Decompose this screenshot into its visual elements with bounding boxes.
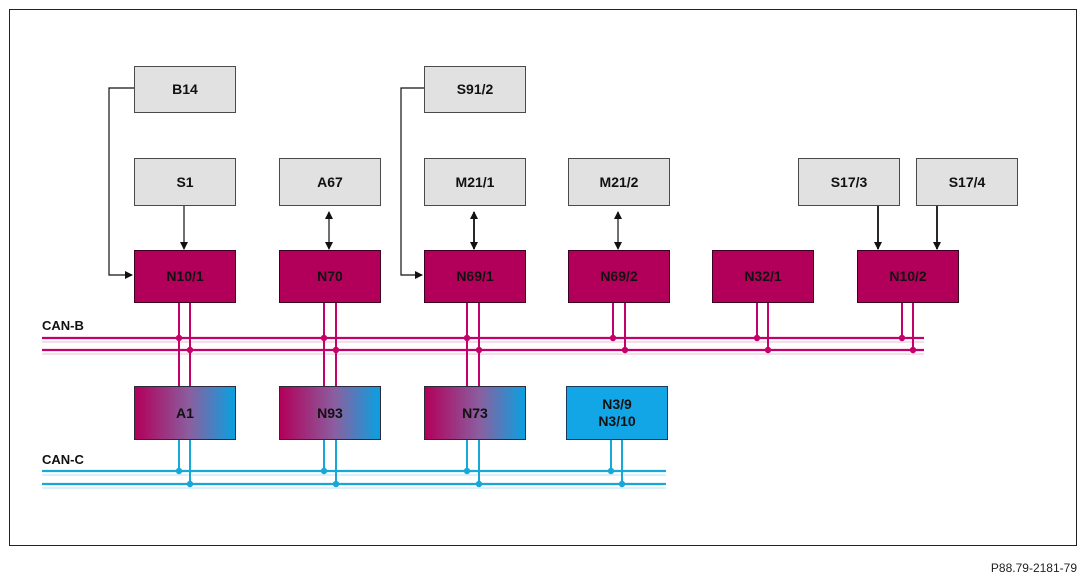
m21-2-box: M21/2 xyxy=(568,158,670,206)
can-c-label: CAN-C xyxy=(42,452,84,467)
can-c-drops xyxy=(178,440,623,484)
n69-1-module: N69/1 xyxy=(424,250,526,303)
can-b-bus xyxy=(42,336,924,352)
diagram-frame xyxy=(9,9,1077,546)
can-b-label: CAN-B xyxy=(42,318,84,333)
s1-box: S1 xyxy=(134,158,236,206)
b14-box: B14 xyxy=(134,66,236,113)
n3-10-label: N3/10 xyxy=(598,413,636,429)
n3-9-n3-10-module: N3/9 N3/10 xyxy=(566,386,668,440)
s17-3-box: S17/3 xyxy=(798,158,900,206)
b14-feed-line xyxy=(108,87,134,279)
can-c-bus-shadow xyxy=(42,474,666,489)
figure-reference: P88.79-2181-79 xyxy=(990,561,1077,575)
can-b-bus-shadow xyxy=(42,341,924,355)
s91-2-feed-line xyxy=(400,87,424,279)
n32-1-module: N32/1 xyxy=(712,250,814,303)
s91-2-box: S91/2 xyxy=(424,66,526,113)
n73-module: N73 xyxy=(424,386,526,440)
m21-1-box: M21/1 xyxy=(424,158,526,206)
n10-2-module: N10/2 xyxy=(857,250,959,303)
can-b-junctions xyxy=(175,334,917,354)
s17-4-box: S17/4 xyxy=(916,158,1018,206)
can-c-junctions xyxy=(175,467,626,488)
a1-module: A1 xyxy=(134,386,236,440)
n93-module: N93 xyxy=(279,386,381,440)
can-b-drops xyxy=(178,303,914,386)
n69-2-module: N69/2 xyxy=(568,250,670,303)
can-c-bus xyxy=(42,469,666,486)
a67-box: A67 xyxy=(279,158,381,206)
n70-module: N70 xyxy=(279,250,381,303)
n3-9-label: N3/9 xyxy=(602,396,632,412)
n10-1-module: N10/1 xyxy=(134,250,236,303)
